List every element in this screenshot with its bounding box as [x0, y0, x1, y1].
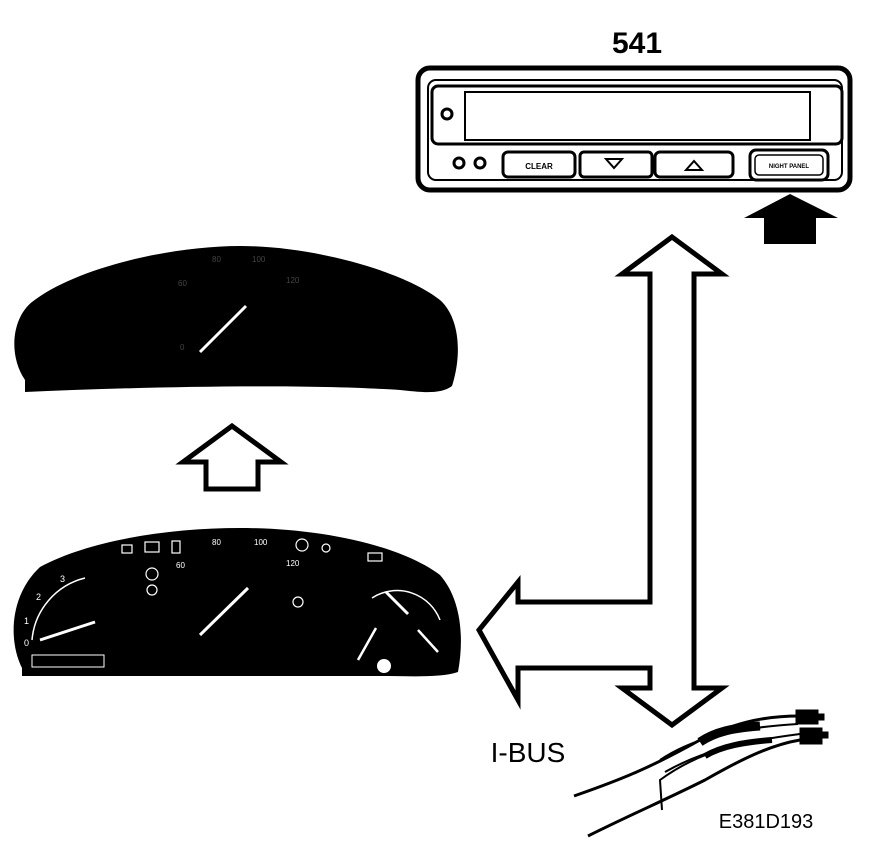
knob-right-icon	[473, 156, 487, 170]
speedometer-needle	[198, 586, 250, 637]
warning-lights	[121, 538, 383, 608]
triangle-up-icon	[683, 159, 705, 171]
tachometer-needle	[39, 620, 96, 642]
triangle-down-icon	[603, 158, 625, 170]
day-tick-100: 100	[254, 538, 268, 547]
warning-icon	[321, 543, 331, 553]
rpm-tick-0: 0	[24, 638, 29, 648]
knob-left-icon	[452, 156, 466, 170]
night-speedometer-needle	[198, 304, 248, 354]
ibus-label: I-BUS	[491, 737, 566, 768]
seatbelt-icon	[146, 584, 158, 596]
night-tick-80: 80	[212, 255, 221, 264]
rpm-tick-1: 1	[24, 616, 29, 626]
odometer	[31, 654, 105, 668]
night-tick-0: 0	[180, 343, 185, 352]
clear-button[interactable]: CLEAR	[501, 150, 577, 179]
day-tick-60: 60	[176, 561, 185, 570]
clear-button-label: CLEAR	[525, 162, 553, 171]
rpm-tick-3: 3	[60, 574, 65, 584]
up-hollow-arrow	[175, 422, 289, 492]
night-tick-60: 60	[178, 279, 187, 288]
ibus-communication-arrow	[475, 233, 730, 729]
day-tick-80: 80	[212, 538, 221, 547]
warning-icon	[295, 538, 309, 552]
ibus-cable-connector	[573, 709, 829, 838]
display-unit-541: CLEAR NIGHT PANEL	[415, 65, 853, 193]
seatbelt-icon	[145, 567, 159, 581]
fuel-gauge-arc	[371, 589, 441, 621]
battery-icon	[367, 552, 383, 562]
sensor-dot-icon	[440, 107, 454, 121]
instrument-cluster-night-panel: 60 80 100 120 0	[14, 246, 458, 393]
night-panel-pointer-arrow	[744, 194, 838, 244]
oil-icon	[292, 596, 304, 608]
tachometer-arc	[31, 577, 86, 641]
up-button[interactable]	[653, 150, 735, 179]
power-icon	[377, 659, 391, 673]
display-unit-title: 541	[612, 27, 662, 60]
night-tick-100: 100	[252, 255, 266, 264]
warning-icon	[171, 540, 181, 554]
instrument-cluster-day: 0 1 2 3 60 80 100 120	[13, 528, 461, 677]
rpm-tick-2: 2	[36, 592, 41, 602]
warning-icon	[144, 541, 160, 553]
down-button[interactable]	[578, 150, 654, 179]
fuel-gauge-needle	[384, 590, 410, 616]
night-tick-120: 120	[286, 276, 300, 285]
night-panel-button[interactable]: NIGHT PANEL	[748, 148, 830, 182]
night-panel-button-label: NIGHT PANEL	[769, 164, 810, 170]
fuel-level-needle	[417, 629, 439, 653]
temp-gauge-needle	[356, 627, 378, 661]
figure-id-label: E381D193	[719, 811, 814, 833]
day-tick-120: 120	[286, 559, 300, 568]
warning-icon	[121, 544, 133, 554]
